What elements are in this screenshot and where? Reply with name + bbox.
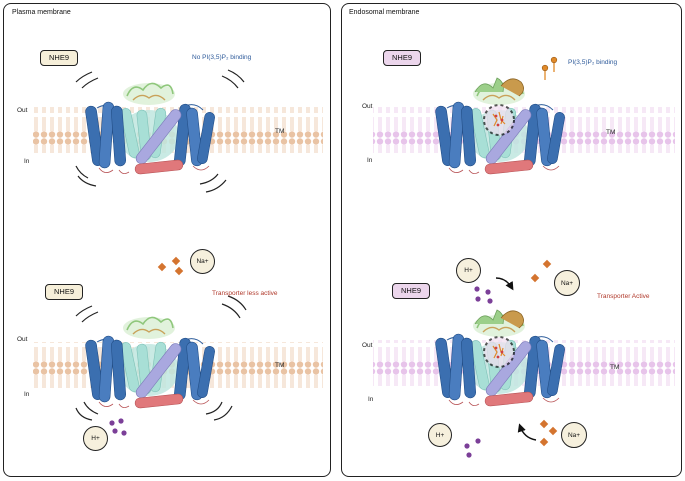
sodium-ion-badge: Na+ — [554, 270, 580, 296]
status-note: Transporter Active — [597, 293, 650, 300]
sodium-ion-badge: Na+ — [190, 249, 215, 274]
proton-ion-badge: H+ — [83, 426, 108, 451]
out-label: Out — [17, 107, 28, 114]
nhe9-transporter-plasma-bottom — [84, 316, 217, 410]
nhe9-label: NHE9 — [392, 283, 430, 299]
panel-title: Plasma membrane — [12, 9, 71, 16]
transport-arrows — [495, 277, 537, 441]
pi35p2-lipids — [541, 56, 558, 81]
nhe9-transporter-endosomal-bottom — [434, 309, 567, 408]
in-label: In — [367, 157, 373, 164]
sodium-ions — [157, 256, 184, 276]
out-label: Out — [362, 103, 373, 110]
sodium-ions — [530, 259, 558, 447]
conformational-motion-arcs — [75, 295, 247, 421]
binding-note: PI(3,5)P₂ binding — [568, 59, 618, 66]
binding-note: No PI(3,5)P₂ binding — [192, 54, 252, 61]
tm-label: TM — [610, 364, 620, 371]
proton-dots — [464, 286, 493, 458]
nhe9-transporter-plasma-top — [84, 82, 217, 176]
nhe9-label: NHE9 — [40, 50, 78, 66]
proton-ion-badge: H+ — [428, 423, 452, 447]
out-label: Out — [17, 336, 28, 343]
tm-label: TM — [275, 362, 285, 369]
in-label: In — [368, 396, 374, 403]
status-note: Transporter less active — [212, 290, 278, 297]
sodium-ion-badge: Na+ — [561, 422, 587, 448]
tm-label: TM — [275, 128, 285, 135]
in-label: In — [24, 391, 30, 398]
nhe9-label: NHE9 — [45, 284, 83, 300]
nhe9-label: NHE9 — [383, 50, 421, 66]
conformational-motion-arcs — [75, 69, 245, 193]
panel-title: Endosomal membrane — [349, 9, 420, 16]
proton-dots — [109, 418, 127, 436]
out-label: Out — [362, 342, 373, 349]
tm-label: TM — [606, 129, 616, 136]
nhe9-transporter-endosomal-top — [434, 77, 567, 176]
in-label: In — [24, 158, 30, 165]
proton-ion-badge: H+ — [456, 258, 481, 283]
